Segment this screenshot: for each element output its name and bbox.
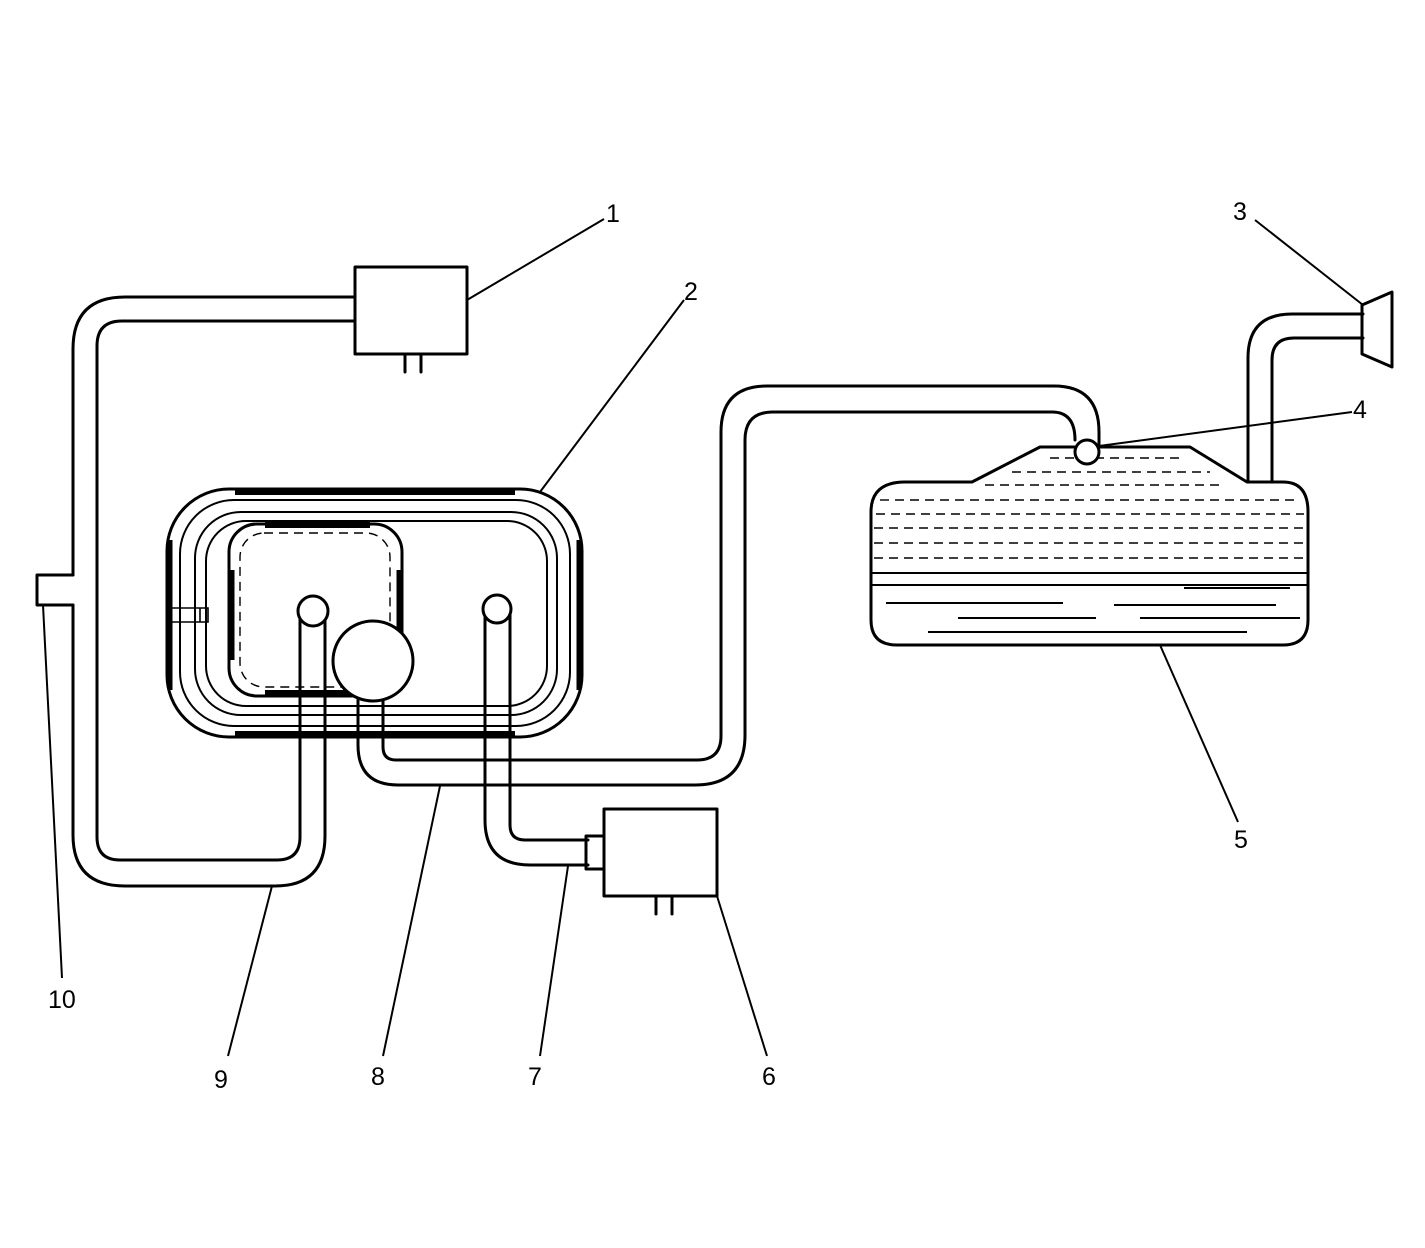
leader-6	[716, 895, 768, 1057]
callout-5: 5	[1234, 826, 1248, 854]
leader-5	[1159, 644, 1239, 823]
leader-8	[382, 785, 441, 1057]
component-5-fuel-tank	[869, 445, 1310, 647]
tee-fitting	[35, 573, 99, 607]
callout-2: 2	[684, 278, 698, 306]
canister-ports	[296, 593, 513, 703]
callout-10: 10	[48, 986, 76, 1014]
canister-valve-circle	[331, 619, 415, 703]
leader-10	[42, 604, 63, 979]
component-4-valve	[1073, 438, 1101, 466]
component-1-box	[353, 265, 469, 374]
component-6-box	[602, 807, 719, 916]
callout-labels: 1 2 3 4 5 6 7 8 9 10	[48, 198, 1367, 1094]
leader-4	[1098, 411, 1353, 447]
callout-6: 6	[762, 1063, 776, 1091]
callout-3: 3	[1233, 198, 1247, 226]
component-2-canister	[165, 487, 584, 739]
filler-hose	[1246, 312, 1365, 484]
callout-4: 4	[1353, 396, 1367, 424]
hose-vapor-to-tank	[356, 384, 1101, 787]
leader-7	[539, 865, 569, 1057]
leader-lines	[42, 218, 1364, 1057]
callout-1: 1	[606, 200, 620, 228]
callout-8: 8	[371, 1063, 385, 1091]
component-3-cap	[1360, 290, 1394, 369]
callout-9: 9	[214, 1066, 228, 1094]
leader-1	[466, 218, 605, 301]
leader-9	[227, 885, 273, 1057]
hose-to-component-6	[483, 610, 606, 871]
hose-purge-left	[71, 295, 357, 888]
callout-7: 7	[528, 1063, 542, 1091]
leader-2	[539, 299, 685, 493]
leader-3	[1254, 219, 1364, 306]
